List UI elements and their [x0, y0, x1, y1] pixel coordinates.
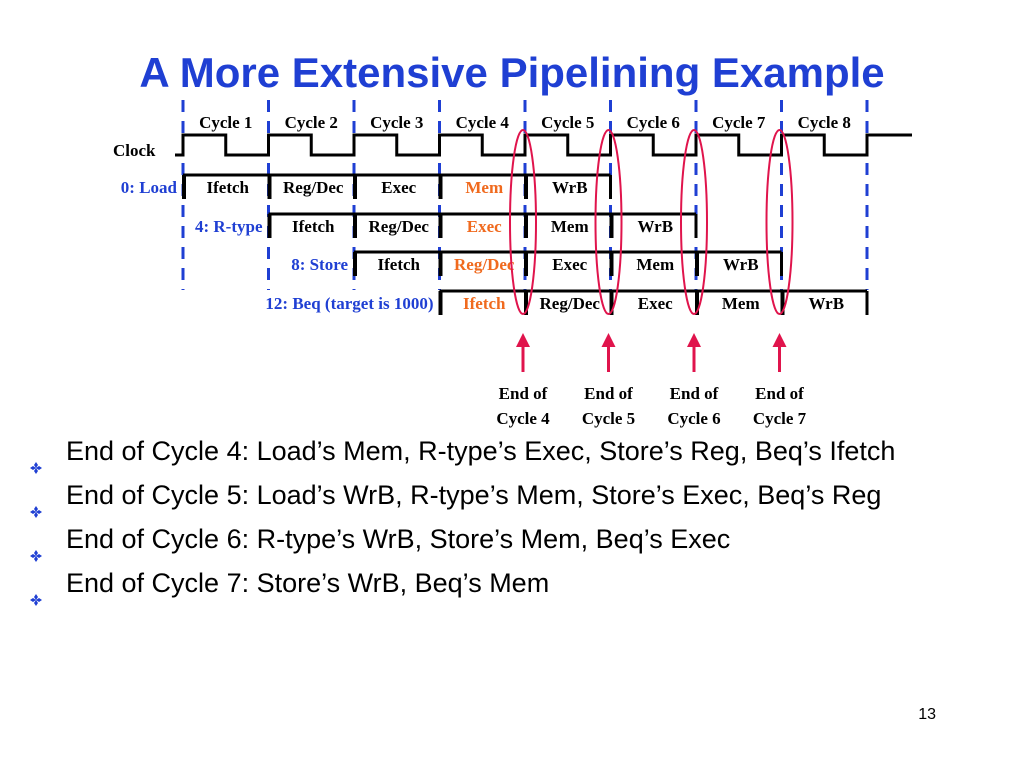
diamond-cluster-icon — [30, 578, 42, 606]
cycle-label: Cycle 6 — [627, 113, 680, 132]
up-arrow-head-icon — [687, 333, 701, 347]
cycle-end-marker: End of Cycle 6 — [667, 129, 721, 428]
marker-label-line2: Cycle 4 — [496, 409, 550, 428]
cycle-label-bg — [704, 112, 774, 133]
marker-label-line1: End of — [499, 384, 548, 403]
cycle-end-marker: End of Cycle 5 — [582, 129, 635, 428]
cycle-labels: Cycle 1 Cycle 2 Cycle 3 Cycle 4 Cycle 5 Cycle… — [191, 112, 859, 133]
marker-label-line1: End of — [670, 384, 719, 403]
instruction-label: 12: Beq (target is 1000) — [265, 294, 433, 313]
stage-label: Exec — [381, 178, 416, 197]
page-number: 13 — [918, 706, 936, 723]
cycle-label-bg — [191, 112, 261, 133]
stage-label: Exec — [552, 255, 587, 274]
bullet-list: End of Cycle 4: Load’s Mem, R-type’s Exe… — [30, 432, 990, 608]
bullet-item: End of Cycle 7: Store’s WrB, Beq’s Mem — [30, 564, 990, 606]
clock-waveform — [175, 133, 912, 157]
bullet-text: End of Cycle 6: R-type’s WrB, Store’s Me… — [66, 524, 731, 554]
cycle-label: Cycle 7 — [712, 113, 766, 132]
bullet-text: End of Cycle 7: Store’s WrB, Beq’s Mem — [66, 568, 550, 598]
up-arrow-head-icon — [516, 333, 530, 347]
cycle-end-marker: End of Cycle 7 — [753, 129, 807, 428]
marker-label-line2: Cycle 7 — [753, 409, 807, 428]
stage-label: WrB — [808, 294, 844, 313]
stage-label-highlighted: Exec — [467, 217, 502, 236]
cycle-label: Cycle 3 — [370, 113, 423, 132]
diamond-cluster-icon — [30, 534, 42, 562]
instruction-row: 4: R-type Ifetch Reg/Dec Exec Mem WrB — [195, 212, 698, 238]
bullet-item: End of Cycle 6: R-type’s WrB, Store’s Me… — [30, 520, 990, 562]
clock-row: Clock — [113, 133, 912, 160]
pipeline-diagram: Cycle 1 Cycle 2 Cycle 3 Cycle 4 Cycle 5 Cycle… — [113, 100, 912, 428]
instruction-row: 0: Load Ifetch Reg/Dec Exec Mem WrB — [121, 173, 612, 199]
marker-ellipse — [765, 129, 794, 315]
marker-ellipse — [594, 129, 623, 315]
cycle-label-bg — [789, 112, 859, 133]
stage-label: WrB — [723, 255, 759, 274]
bullet-text: End of Cycle 4: Load’s Mem, R-type’s Exe… — [66, 436, 896, 466]
stage-label: Ifetch — [292, 217, 335, 236]
stage-label: WrB — [637, 217, 673, 236]
instruction-label: 4: R-type — [195, 217, 263, 236]
bullet-item: End of Cycle 5: Load’s WrB, R-type’s Mem… — [30, 476, 990, 518]
stage-label: Ifetch — [207, 178, 250, 197]
bullet-item: End of Cycle 4: Load’s Mem, R-type’s Exe… — [30, 432, 990, 474]
stage-label: Reg/Dec — [283, 178, 344, 197]
stage-label: WrB — [552, 178, 588, 197]
cycle-label: Cycle 5 — [541, 113, 594, 132]
stage-label-highlighted: Reg/Dec — [454, 255, 515, 274]
page-title: A More Extensive Pipelining Example — [139, 49, 885, 96]
up-arrow-head-icon — [601, 333, 616, 347]
marker-label-line2: Cycle 5 — [582, 409, 635, 428]
cycle-label: Cycle 8 — [798, 113, 851, 132]
stage-label: Exec — [638, 294, 673, 313]
stage-label: Reg/Dec — [369, 217, 430, 236]
cycle-label: Cycle 4 — [456, 113, 510, 132]
cycle-label-bg — [618, 112, 688, 133]
marker-ellipse — [680, 129, 708, 315]
instruction-label: 8: Store — [291, 255, 348, 274]
cycle-label-bg — [362, 112, 432, 133]
marker-ellipse — [509, 129, 537, 315]
diamond-cluster-icon — [30, 446, 42, 474]
marker-label-line2: Cycle 6 — [667, 409, 720, 428]
clock-label: Clock — [113, 141, 156, 160]
cycle-label: Cycle 1 — [199, 113, 252, 132]
stage-label: Reg/Dec — [540, 294, 601, 313]
cycle-label: Cycle 2 — [285, 113, 338, 132]
marker-label-line1: End of — [755, 384, 804, 403]
instruction-row: 8: Store Ifetch Reg/Dec Exec Mem WrB — [291, 250, 783, 276]
stage-label: Mem — [636, 255, 674, 274]
stage-label-highlighted: Ifetch — [463, 294, 506, 313]
cycle-label-bg — [447, 112, 517, 133]
stage-label: Mem — [551, 217, 589, 236]
bullet-text: End of Cycle 5: Load’s WrB, R-type’s Mem… — [66, 480, 882, 510]
stage-label-highlighted: Mem — [465, 178, 503, 197]
cycle-end-marker: End of Cycle 4 — [496, 129, 550, 428]
cycle-label-bg — [533, 112, 603, 133]
cycle-label-bg — [276, 112, 346, 133]
stage-label: Ifetch — [378, 255, 421, 274]
instruction-label: 0: Load — [121, 178, 178, 197]
diamond-cluster-icon — [30, 490, 42, 518]
instruction-row: 12: Beq (target is 1000) Ifetch Reg/Dec Exe… — [265, 289, 869, 315]
stage-label: Mem — [722, 294, 760, 313]
marker-label-line1: End of — [584, 384, 633, 403]
up-arrow-head-icon — [772, 333, 787, 347]
